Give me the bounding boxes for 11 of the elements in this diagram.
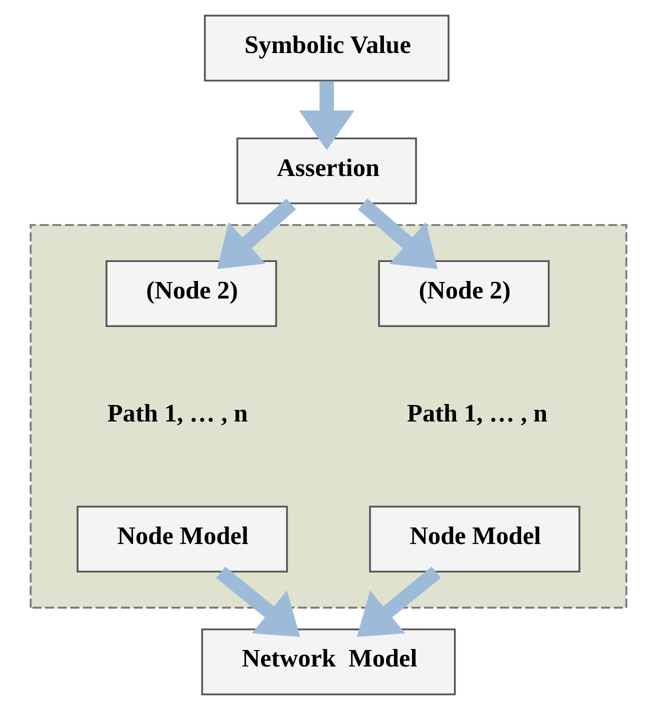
label: Path 1, … , n xyxy=(107,399,248,428)
node-box: Network Model xyxy=(201,628,456,696)
node-box: Node Model xyxy=(369,506,580,573)
node-box: Node Model xyxy=(76,506,288,573)
label: Path 1, … , n xyxy=(407,399,548,428)
arrow xyxy=(298,81,354,150)
node-box: Assertion xyxy=(236,137,417,204)
node-box: (Node 2) xyxy=(378,260,550,328)
node-box: Symbolic Value xyxy=(204,14,450,82)
cluster xyxy=(30,224,628,609)
node-box: (Node 2) xyxy=(106,260,278,328)
